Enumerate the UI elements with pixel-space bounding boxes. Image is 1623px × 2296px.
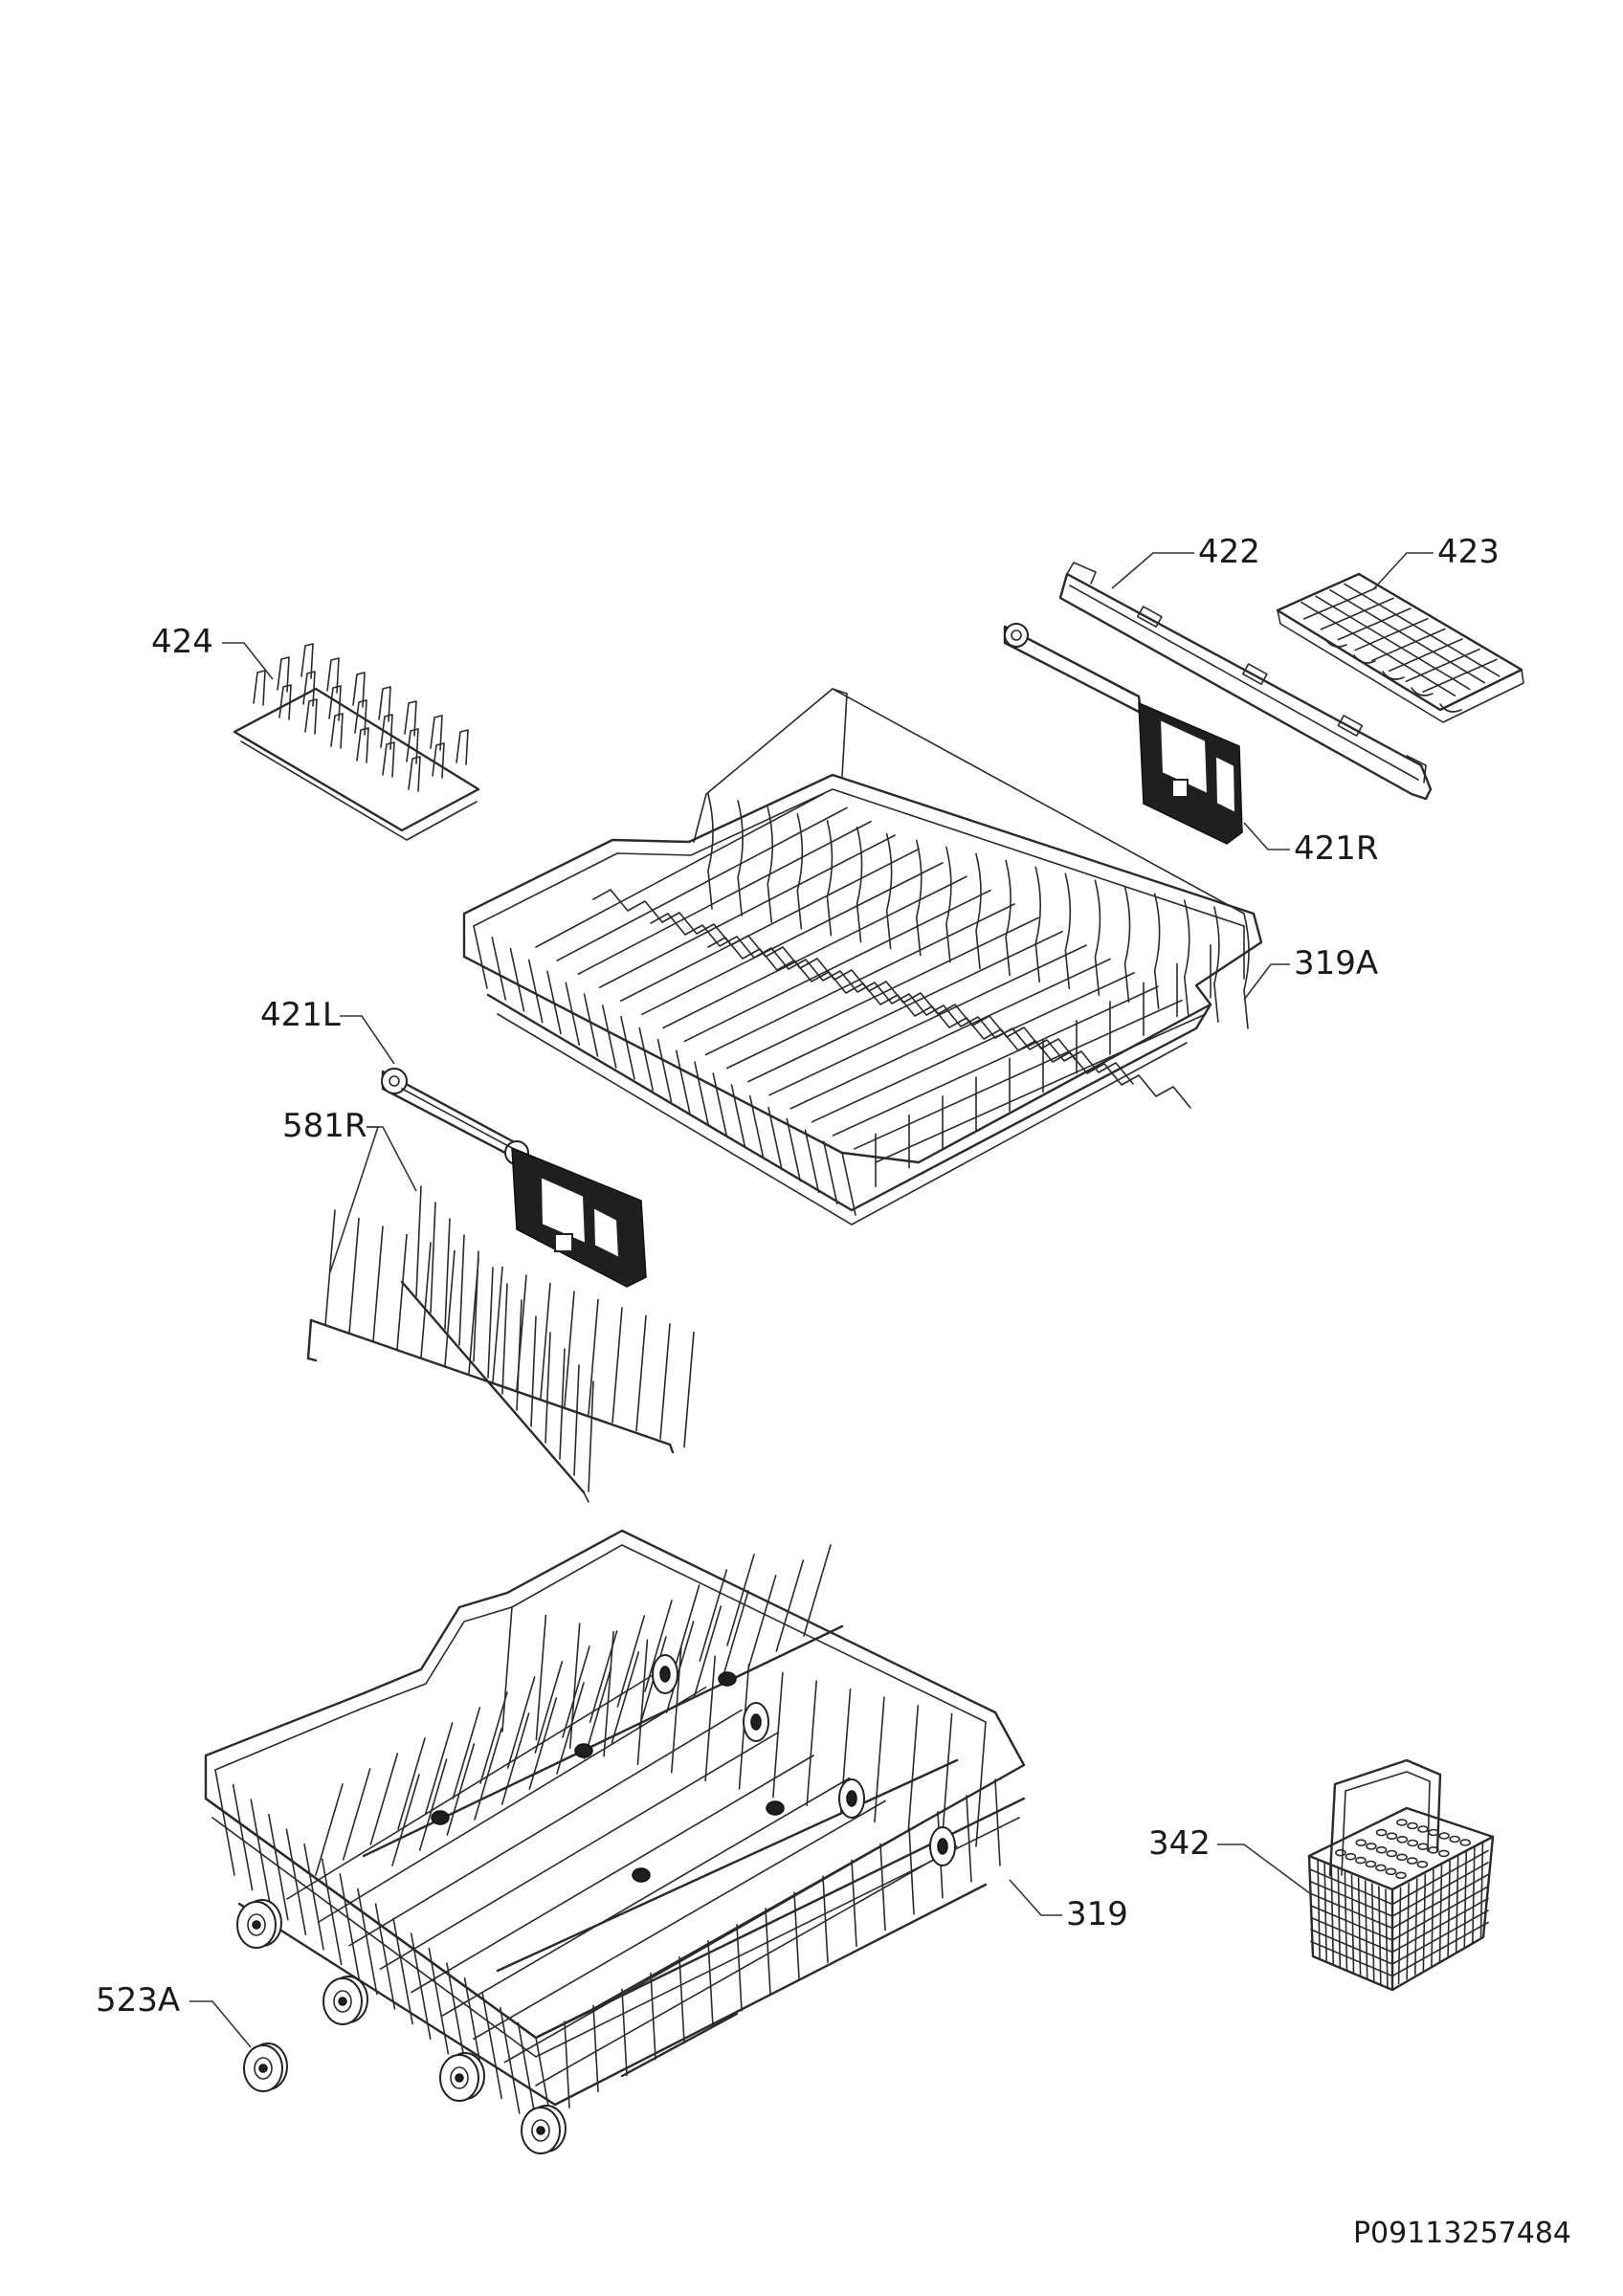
label-424: 424 <box>151 623 213 661</box>
leader-421R <box>1243 822 1290 850</box>
part-581R-tine-rack <box>306 1185 695 1503</box>
part-319A-upper-basket <box>462 688 1263 1225</box>
label-423: 423 <box>1437 533 1500 571</box>
leader-342 <box>1217 1843 1312 1895</box>
document-id: P09113257484 <box>1353 2217 1571 2250</box>
part-labels: 422 423 424 421R 319A 421L 581R 342 319 … <box>96 533 1571 2250</box>
part-342-cutlery-basket <box>1307 1758 1495 1992</box>
leader-423 <box>1373 552 1434 589</box>
leader-424 <box>222 642 274 680</box>
part-523A-wheel <box>243 2042 288 2092</box>
part-421L-adjuster <box>381 1068 647 1288</box>
part-424-tine-insert <box>233 643 480 841</box>
leader-319 <box>1009 1879 1062 1916</box>
label-422: 422 <box>1198 533 1260 571</box>
part-319-lower-basket <box>204 1529 1026 2154</box>
leader-421L <box>340 1015 395 1065</box>
label-421R: 421R <box>1294 829 1379 868</box>
label-581R: 581R <box>282 1107 367 1145</box>
label-319: 319 <box>1066 1895 1128 1933</box>
leader-581R-b <box>367 1126 417 1192</box>
part-423-grid-tray <box>1276 572 1524 723</box>
part-422-rail <box>1058 562 1433 801</box>
label-342: 342 <box>1148 1824 1211 1863</box>
leader-581R <box>329 1126 380 1273</box>
leader-lines <box>189 552 1434 2048</box>
label-421L: 421L <box>260 996 341 1034</box>
part-421R-adjuster <box>1003 623 1243 845</box>
label-319A: 319A <box>1294 944 1378 982</box>
label-523A: 523A <box>96 1981 180 2020</box>
leader-422 <box>1111 552 1194 589</box>
leader-523A <box>189 2000 252 2048</box>
leader-319A <box>1243 963 1290 1001</box>
